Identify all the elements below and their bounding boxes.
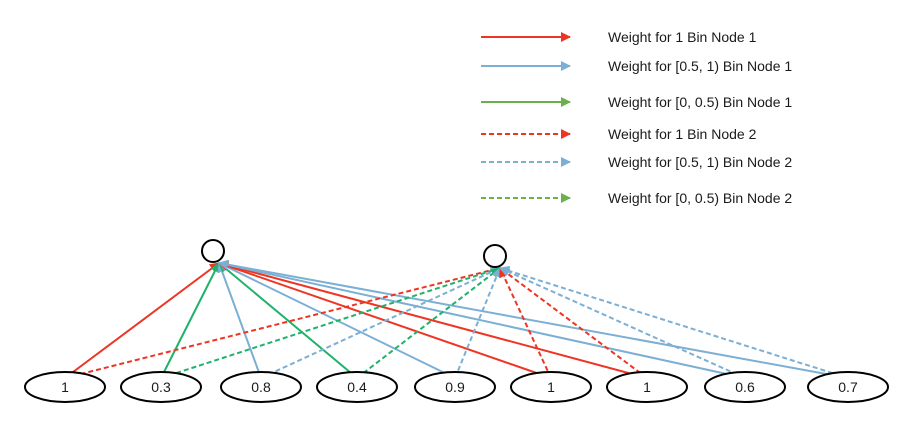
edge-input-9-to-node-2: [499, 265, 849, 379]
edge-input-5-to-node-2: [454, 267, 502, 379]
edge-input-8-to-node-2: [499, 267, 746, 379]
input-node: [220, 371, 302, 403]
output-node-2: [483, 244, 507, 268]
input-node: [120, 371, 202, 403]
input-node: [414, 371, 496, 403]
edge-input-9-to-node-1: [218, 259, 849, 379]
legend-label: Weight for 1 Bin Node 2: [608, 126, 757, 142]
legend: Weight for 1 Bin Node 1 Weight for [0.5, …: [481, 29, 792, 206]
input-nodes: 1 0.3 0.8 0.4 0.9 1 1 0.6 0.7: [24, 371, 889, 403]
legend-label: Weight for [0, 0.5) Bin Node 2: [608, 190, 792, 206]
input-node-label: 0.6: [735, 379, 755, 395]
input-node-label: 0.8: [251, 379, 271, 395]
edge-input-6-to-node-2: [499, 267, 552, 379]
edge-input-3-to-node-2: [260, 267, 501, 379]
edge-input-4-to-node-1: [218, 262, 358, 379]
legend-label: Weight for [0.5, 1) Bin Node 2: [608, 154, 792, 170]
input-node: [606, 371, 688, 403]
input-node: [510, 371, 592, 403]
output-node-1: [201, 239, 225, 263]
edge-input-7-to-node-1: [218, 260, 648, 379]
input-node-label: 0.3: [151, 379, 171, 395]
edge-input-8-to-node-1: [218, 260, 746, 379]
edge-input-4-to-node-2: [356, 267, 501, 379]
input-node-label: 1: [643, 379, 651, 395]
input-node: [316, 371, 398, 403]
edge-input-7-to-node-2: [499, 267, 648, 379]
edge-input-1-to-node-1: [64, 262, 220, 379]
input-node-label: 1: [61, 379, 69, 395]
legend-label: Weight for [0.5, 1) Bin Node 1: [608, 58, 792, 74]
output-nodes: [201, 239, 507, 268]
input-node-label: 1: [547, 379, 555, 395]
input-node: [807, 371, 889, 403]
input-node: [24, 371, 106, 403]
edge-input-1-to-node-2: [64, 265, 501, 379]
input-node: [704, 371, 786, 403]
edge-input-3-to-node-1: [217, 262, 262, 379]
edges: [64, 259, 849, 379]
input-node-label: 0.7: [838, 379, 858, 395]
legend-label: Weight for 1 Bin Node 1: [608, 29, 757, 45]
input-node-label: 0.9: [445, 379, 465, 395]
input-node-label: 0.4: [347, 379, 367, 395]
edge-input-2-to-node-2: [160, 266, 501, 379]
legend-label: Weight for [0, 0.5) Bin Node 1: [608, 94, 792, 110]
edge-input-2-to-node-1: [160, 262, 220, 379]
